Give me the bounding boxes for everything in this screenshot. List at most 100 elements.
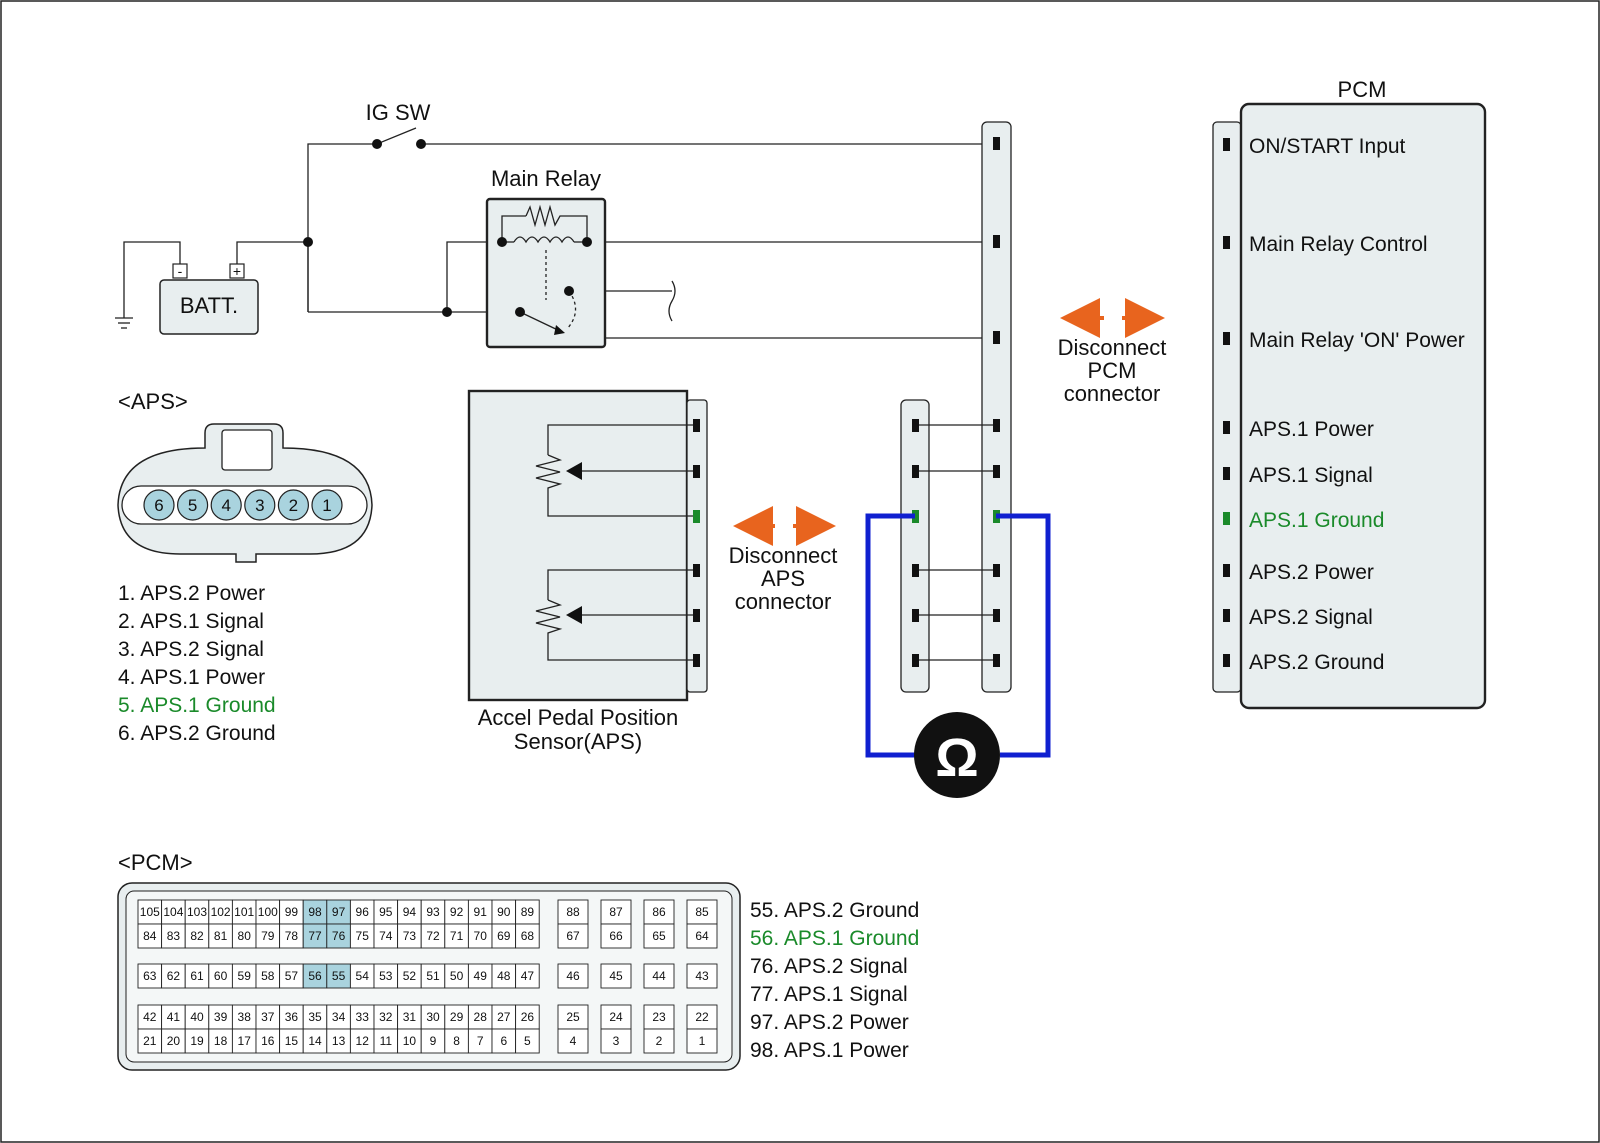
pcm-cell-number: 103 — [187, 905, 207, 919]
harness-wires — [915, 424, 996, 661]
pcm-cell-number: 54 — [356, 969, 370, 983]
pcm-cell-22 — [686, 1004, 718, 1030]
pcm-cell-number: 73 — [403, 929, 417, 943]
pcm-cell-number: 88 — [566, 905, 580, 919]
pcm-cell-number: 82 — [190, 929, 204, 943]
pcm-cell-number: 58 — [261, 969, 275, 983]
pcm-cell-number: 19 — [190, 1034, 204, 1048]
pcm-cell-number: 43 — [695, 969, 709, 983]
pcm-cell-number: 85 — [695, 905, 709, 919]
pcm-cell-number: 42 — [143, 1010, 157, 1024]
pcm-cell-number: 23 — [652, 1010, 666, 1024]
pcm-cell-number: 5 — [524, 1034, 531, 1048]
aps-pin-list-item: 5. APS.1 Ground — [118, 694, 276, 717]
pcm-cell-number: 102 — [211, 905, 231, 919]
ohm-meter-icon — [914, 712, 1000, 798]
disconnect-aps-line1: Disconnect — [729, 543, 838, 568]
pcm-cell-number: 63 — [143, 969, 157, 983]
pcm-pin-label: APS.2 Power — [1249, 561, 1374, 584]
pcm-pin-label: Main Relay 'ON' Power — [1249, 329, 1465, 352]
aps-harness-connector — [900, 399, 930, 693]
pcm-cell-number: 16 — [261, 1034, 275, 1048]
pcm-cell-number: 61 — [190, 969, 204, 983]
pcm-cell-number: 94 — [403, 905, 417, 919]
pcm-cell-number: 49 — [474, 969, 488, 983]
pcm-cell-number: 74 — [379, 929, 393, 943]
meter-lead-right — [996, 513, 1051, 758]
pcm-cell-5 — [515, 1028, 540, 1054]
pcm-cell-number: 95 — [379, 905, 393, 919]
pcm-cell-2 — [643, 1028, 675, 1054]
pcm-cell-number: 67 — [566, 929, 580, 943]
pcm-cell-number: 34 — [332, 1010, 346, 1024]
pcm-cell-number: 75 — [356, 929, 370, 943]
pcm-cell-number: 22 — [695, 1010, 709, 1024]
pcm-cell-45 — [600, 963, 632, 989]
aps-sensor-label-line2: Sensor(APS) — [514, 729, 642, 754]
aps-sensor-body — [467, 389, 689, 702]
aps-sensor: Accel Pedal Position Sensor(APS) — [467, 389, 708, 754]
pcm-pin-list-item: 56. APS.1 Ground — [750, 927, 919, 950]
pcm-cell-number: 81 — [214, 929, 228, 943]
pcm-pin-terminal — [1223, 421, 1230, 434]
pcm-pin-list-item: 98. APS.1 Power — [750, 1039, 909, 1062]
disconnect-aps-line3: connector — [735, 589, 832, 614]
pcm-cell-number: 35 — [308, 1010, 322, 1024]
pcm-cell-number: 101 — [234, 905, 254, 919]
pcm-cell-number: 77 — [308, 929, 322, 943]
battery-minus-label: - — [178, 263, 183, 279]
pcm-cell-25 — [557, 1004, 589, 1030]
pcm-cell-1 — [686, 1028, 718, 1054]
pcm-cell-number: 40 — [190, 1010, 204, 1024]
pcm-cell-number: 53 — [379, 969, 393, 983]
pcm-cell-number: 97 — [332, 905, 346, 919]
main-relay: Main Relay — [485, 166, 607, 349]
wiring — [236, 127, 990, 339]
pcm-cell-number: 68 — [521, 929, 535, 943]
pcm-cell-number: 20 — [167, 1034, 181, 1048]
pcm-cell-number: 24 — [609, 1010, 623, 1024]
aps-pin-list-item: 6. APS.2 Ground — [118, 722, 276, 745]
pcm-cell-number: 12 — [356, 1034, 370, 1048]
pcm-cell-number: 38 — [238, 1010, 252, 1024]
pcm-cell-number: 99 — [285, 905, 299, 919]
pcm-cell-64 — [686, 923, 718, 949]
pcm-pin-label: Main Relay Control — [1249, 233, 1428, 256]
pcm-cell-3 — [600, 1028, 632, 1054]
pcm-pin-terminal — [1223, 236, 1230, 249]
pcm-cell-43 — [686, 963, 718, 989]
aps-pin-2 — [277, 489, 309, 521]
pcm-cell-number: 41 — [167, 1010, 181, 1024]
pcm-cell-number: 18 — [214, 1034, 228, 1048]
battery-body — [159, 279, 259, 335]
pcm-pin-label: APS.2 Signal — [1249, 606, 1373, 629]
pcm-cell-number: 7 — [477, 1034, 484, 1048]
pcm-cell-47 — [515, 963, 540, 989]
pcm-cell-number: 31 — [403, 1010, 417, 1024]
pcm-cell-86 — [643, 899, 675, 925]
aps-pin-number: 5 — [188, 496, 197, 515]
connector-pins — [693, 137, 1000, 667]
pcm-cell-67 — [557, 923, 589, 949]
pcm-cell-number: 92 — [450, 905, 464, 919]
pcm-cell-number: 44 — [652, 969, 666, 983]
pcm-cell-number: 86 — [652, 905, 666, 919]
ohmmeter: Ω — [865, 513, 1051, 798]
aps-pin-list-item: 2. APS.1 Signal — [118, 610, 264, 633]
pcm-cell-68 — [515, 923, 540, 949]
aps-pin-3 — [244, 489, 276, 521]
pcm-cell-65 — [643, 923, 675, 949]
pcm-pin-terminal — [1223, 467, 1230, 480]
pcm-title: PCM — [1338, 77, 1387, 102]
pcm-cell-number: 87 — [609, 905, 623, 919]
pcm-pin-label: APS.2 Ground — [1249, 651, 1384, 674]
pcm-cell-number: 105 — [140, 905, 160, 919]
pcm-cell-number: 1 — [699, 1034, 706, 1048]
pcm-cell-number: 6 — [500, 1034, 507, 1048]
